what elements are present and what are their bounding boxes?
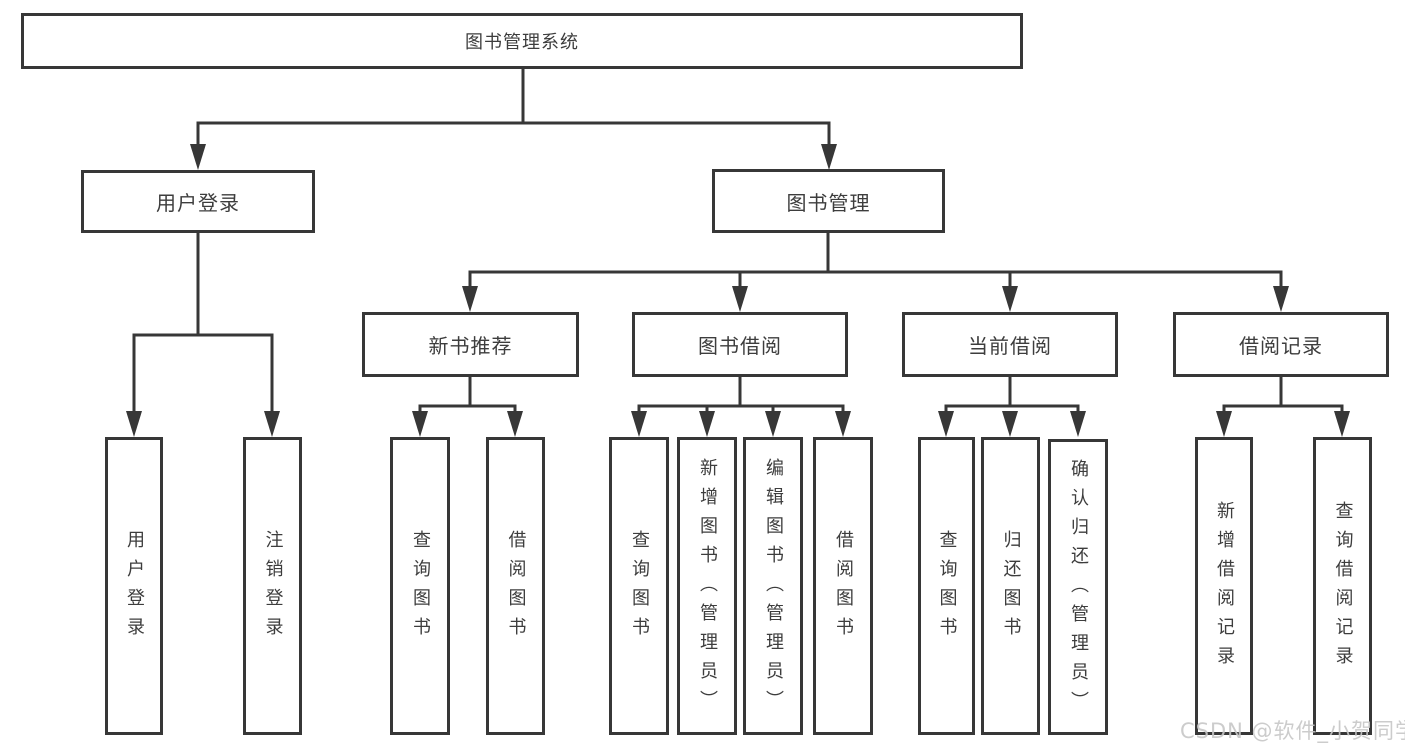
node-user-login-label: 用户登录 (156, 191, 240, 215)
leaf-user-login: 用户登录 (105, 437, 163, 735)
leaf-user-login-label: 用户登录 (124, 530, 145, 646)
leaf-return-books: 归还图书 (981, 437, 1040, 735)
leaf-logout-label: 注销登录 (262, 530, 284, 646)
node-book-management: 图书管理 (712, 169, 945, 233)
watermark: CSDN @软件_小贺同学 (1180, 719, 1405, 743)
leaf-query-books-recommend: 查询图书 (390, 437, 450, 735)
leaf-return-books-label: 归还图书 (1000, 530, 1022, 646)
arrowheads (126, 144, 1350, 437)
node-borrowing-records: 借阅记录 (1173, 312, 1389, 377)
leaf-query-borrow-record: 查询借阅记录 (1313, 437, 1372, 735)
node-new-book-recommend-label: 新书推荐 (428, 334, 513, 358)
leaf-query-books-recommend-label: 查询图书 (410, 530, 431, 646)
leaf-add-borrow-record-label: 新增借阅记录 (1214, 501, 1235, 675)
node-current-borrowing: 当前借阅 (902, 312, 1118, 377)
node-book-borrowing: 图书借阅 (632, 312, 848, 377)
leaf-edit-book-admin: 编辑图书（管理员） (743, 437, 803, 735)
leaf-confirm-return-admin: 确认归还（管理员） (1048, 439, 1108, 735)
node-user-login: 用户登录 (81, 170, 315, 233)
leaf-query-books-borrowing-label: 查询图书 (629, 530, 650, 646)
leaf-query-borrow-record-label: 查询借阅记录 (1332, 501, 1354, 675)
leaf-borrow-books-borrowing-label: 借阅图书 (833, 530, 854, 646)
leaf-query-books-borrowing: 查询图书 (609, 437, 669, 735)
node-borrowing-records-label: 借阅记录 (1239, 334, 1323, 358)
leaf-add-book-admin: 新增图书（管理员） (677, 437, 737, 735)
leaf-borrow-books-recommend-label: 借阅图书 (505, 530, 527, 646)
node-new-book-recommend: 新书推荐 (362, 312, 579, 377)
leaf-add-book-admin-label: 新增图书（管理员） (697, 457, 718, 719)
node-root: 图书管理系统 (21, 13, 1023, 69)
leaf-borrow-books-borrowing: 借阅图书 (813, 437, 873, 735)
leaf-add-borrow-record: 新增借阅记录 (1195, 437, 1253, 735)
leaf-logout: 注销登录 (243, 437, 302, 735)
leaf-query-books-current: 查询图书 (918, 437, 975, 735)
leaf-edit-book-admin-label: 编辑图书（管理员） (763, 457, 784, 719)
leaf-query-books-current-label: 查询图书 (936, 530, 958, 646)
leaf-borrow-books-recommend: 借阅图书 (486, 437, 545, 735)
node-current-borrowing-label: 当前借阅 (968, 334, 1052, 358)
node-book-borrowing-label: 图书借阅 (698, 334, 782, 358)
leaf-confirm-return-admin-label: 确认归还（管理员） (1068, 458, 1089, 720)
node-book-management-label: 图书管理 (786, 190, 871, 215)
node-root-label: 图书管理系统 (465, 32, 579, 53)
